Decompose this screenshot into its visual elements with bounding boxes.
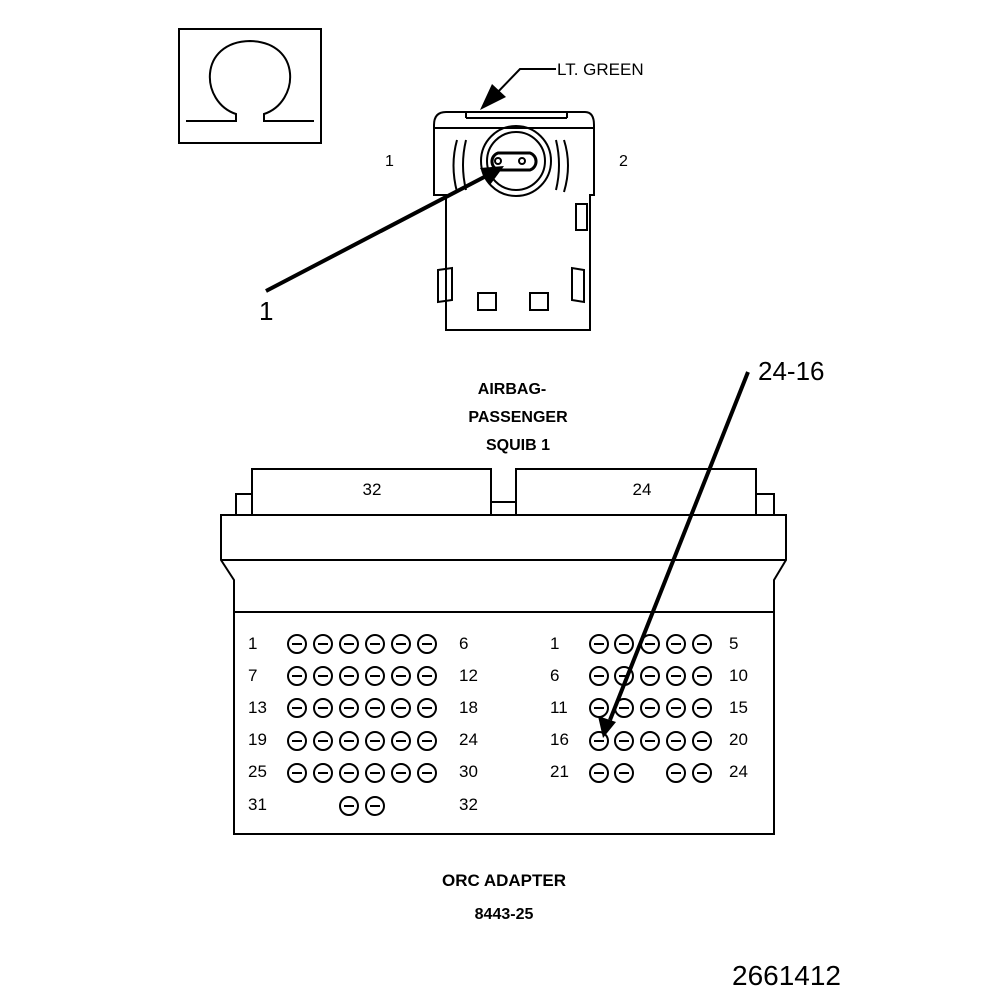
pin-cavity <box>365 698 385 718</box>
pin-cavity <box>589 634 609 654</box>
pin-label-2: 2 <box>619 153 628 170</box>
pin-cavity <box>666 698 686 718</box>
connector-label-32: 32 <box>362 480 382 499</box>
ohm-icon <box>178 28 322 144</box>
pin-cavity <box>692 666 712 686</box>
pin-cavity <box>614 763 634 783</box>
row-start-label: 13 <box>248 698 267 717</box>
pin-cavities <box>287 634 712 816</box>
pin-cavity <box>417 731 437 751</box>
row-end-label: 24 <box>729 762 748 781</box>
pin-cavity <box>692 731 712 751</box>
pin-cavity <box>417 666 437 686</box>
row-start-label: 11 <box>550 698 568 717</box>
row-end-label: 10 <box>729 666 748 685</box>
row-end-label: 12 <box>459 666 478 685</box>
pin-cavity <box>287 698 307 718</box>
pin-cavity <box>313 763 333 783</box>
pin-cavity <box>666 634 686 654</box>
pin-cavity <box>666 763 686 783</box>
squib-title-line-1: AIRBAG- <box>477 381 547 398</box>
row-start-label: 1 <box>248 634 258 653</box>
row-start-label: 21 <box>550 762 569 781</box>
pin-cavity <box>287 731 307 751</box>
callout-1: 1 <box>259 296 274 326</box>
wire-color-label: LT. GREEN <box>557 60 644 79</box>
pin-cavity <box>417 634 437 654</box>
pin-cavity <box>692 698 712 718</box>
pin-cavity <box>365 796 385 816</box>
pin-cavity <box>589 698 609 718</box>
pin-cavity <box>614 634 634 654</box>
pin-cavity <box>365 731 385 751</box>
pin-cavity <box>287 763 307 783</box>
row-start-label: 31 <box>248 795 267 814</box>
figure-id: 2661412 <box>732 960 842 991</box>
row-end-label: 32 <box>459 795 478 814</box>
pin-cavity <box>365 763 385 783</box>
pin-cavity <box>365 666 385 686</box>
adapter-part-number: 8443-25 <box>474 906 534 923</box>
color-leader <box>480 68 556 110</box>
row-start-label: 25 <box>248 762 267 781</box>
pin-label-1: 1 <box>385 153 394 170</box>
callout-24-16: 24-16 <box>758 356 825 386</box>
row-start-label: 6 <box>550 666 560 685</box>
pin-cavity <box>313 731 333 751</box>
row-end-label: 15 <box>729 698 748 717</box>
pin-cavity <box>640 731 660 751</box>
pin-cavity <box>339 634 359 654</box>
pin-cavity <box>313 666 333 686</box>
squib-title-line-3: SQUIB 1 <box>485 437 551 454</box>
row-end-label: 24 <box>459 730 478 749</box>
row-end-label: 6 <box>459 634 469 653</box>
pin-cavity <box>339 763 359 783</box>
connector-label-24: 24 <box>632 480 652 499</box>
pin-cavity <box>666 666 686 686</box>
pin-cavity <box>339 796 359 816</box>
row-end-label: 5 <box>729 634 739 653</box>
pin-cavity <box>640 666 660 686</box>
pin-cavity <box>589 763 609 783</box>
pin-cavity <box>339 731 359 751</box>
pin-cavity <box>313 634 333 654</box>
pin-cavity <box>589 731 609 751</box>
row-start-label: 1 <box>550 634 560 653</box>
pin-cavity <box>365 634 385 654</box>
pin-cavity <box>692 634 712 654</box>
pin-cavity <box>313 698 333 718</box>
pin-cavity <box>391 763 411 783</box>
pin-cavity <box>339 666 359 686</box>
pin-cavity <box>339 698 359 718</box>
adapter-title: ORC ADAPTER <box>441 871 567 890</box>
callout-1-leader <box>265 166 504 293</box>
pin-cavity <box>614 731 634 751</box>
pin-cavity <box>391 666 411 686</box>
row-start-label: 16 <box>550 730 569 749</box>
callout-24-16-leader <box>598 371 750 738</box>
pin-cavity <box>287 666 307 686</box>
row-end-label: 30 <box>459 762 478 781</box>
pin-cavity <box>417 698 437 718</box>
pin-cavity <box>391 731 411 751</box>
pin-cavity <box>391 634 411 654</box>
pin-cavity <box>692 763 712 783</box>
pin-cavity <box>391 698 411 718</box>
squib-connector <box>433 111 595 331</box>
squib-title-line-2: PASSENGER <box>468 409 568 426</box>
row-end-label: 20 <box>729 730 748 749</box>
pin-cavity <box>287 634 307 654</box>
pin-cavity <box>640 698 660 718</box>
row-end-label: 18 <box>459 698 478 717</box>
row-start-label: 7 <box>248 666 258 685</box>
orc-adapter <box>220 468 787 835</box>
pin-cavity <box>666 731 686 751</box>
row-start-label: 19 <box>248 730 267 749</box>
pin-cavity <box>417 763 437 783</box>
pin-cavity <box>589 666 609 686</box>
